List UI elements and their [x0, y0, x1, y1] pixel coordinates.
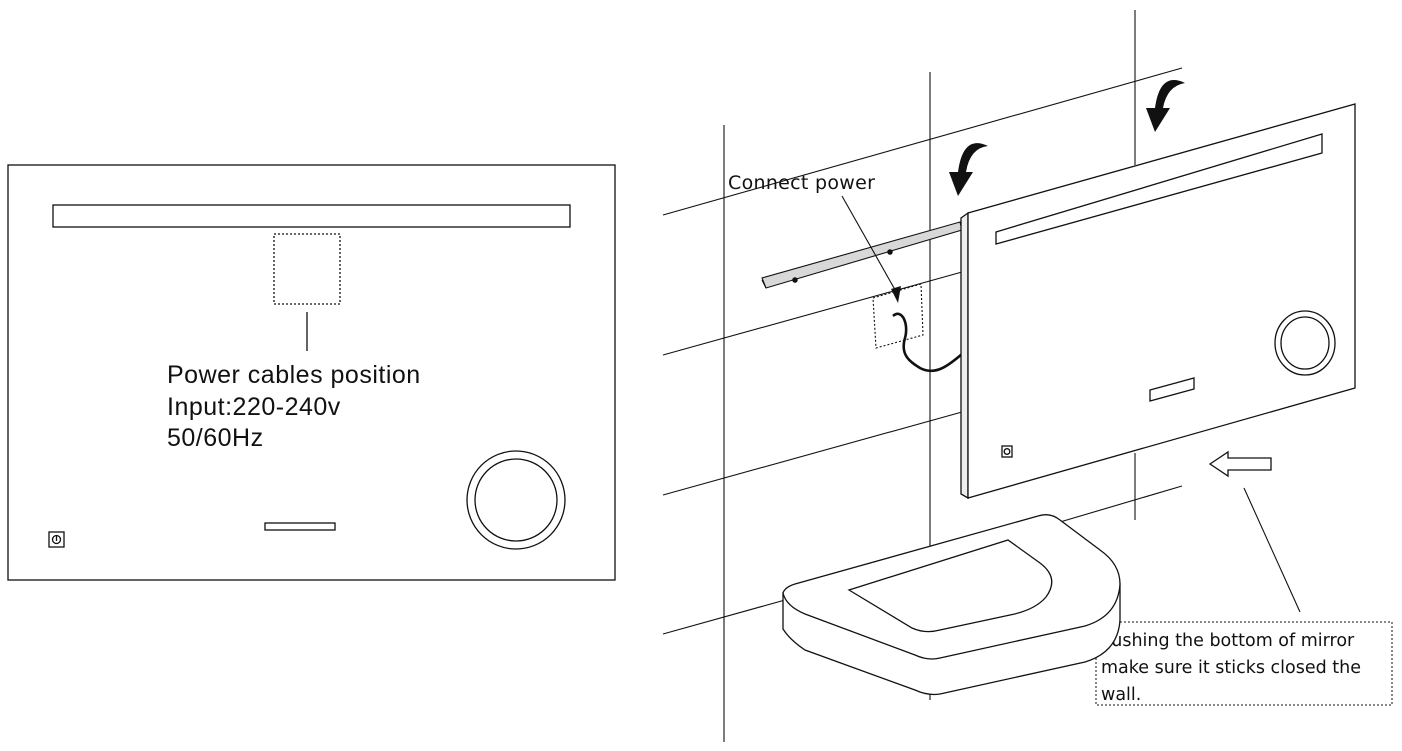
- connect-power-arrowhead: [891, 286, 901, 303]
- mirror-led-strip: [995, 133, 1323, 245]
- caption-input-voltage: Input:220-240v: [167, 393, 341, 421]
- mirror-side-edge: [960, 211, 969, 500]
- touch-switch-icon: [48, 531, 65, 548]
- push-note-leader: [1243, 487, 1301, 613]
- mirror-magnifier-inner: [1280, 316, 1330, 370]
- led-light-strip: [52, 204, 571, 228]
- push-note-box: [1095, 621, 1393, 706]
- mirror-front-view: [7, 164, 616, 581]
- push-arrow-icon: [1208, 450, 1272, 478]
- wall-power-box: [872, 283, 963, 373]
- power-cable-box: [273, 233, 341, 305]
- rotation-arrows: [949, 80, 1185, 196]
- caption-power-cables: Power cables position: [167, 361, 421, 389]
- mirror-magnifier-outer: [1274, 310, 1336, 376]
- mirror-face: [967, 103, 1356, 499]
- push-note-line1: Pushing the bottom of mirror: [1101, 631, 1355, 651]
- connect-power-leader: [841, 195, 899, 296]
- basin-top: [782, 514, 1121, 660]
- caption-frequency: 50/60Hz: [167, 424, 264, 452]
- mirror-switch-slot: [1149, 377, 1195, 402]
- magnifier-inner-ring: [474, 458, 558, 542]
- push-note-line2: make sure it sticks closed the: [1101, 658, 1361, 678]
- rotation-arrow-right-icon: [1146, 80, 1185, 132]
- mirror-touch-switch-icon: [1001, 445, 1013, 458]
- push-note-line3: wall.: [1101, 685, 1141, 705]
- rotation-arrow-left-icon: [949, 143, 988, 196]
- power-cable: [892, 312, 963, 373]
- connect-power-label: Connect power: [728, 172, 875, 194]
- mirror-front-outline: [7, 164, 616, 581]
- vanity-basin: [782, 514, 1121, 696]
- touch-switch-dot-icon: [51, 534, 62, 545]
- basin-bowl: [847, 539, 1053, 633]
- magnifier-outer-ring: [466, 450, 566, 550]
- mirror-angled-view: [960, 103, 1356, 500]
- center-switch-slot: [264, 522, 336, 531]
